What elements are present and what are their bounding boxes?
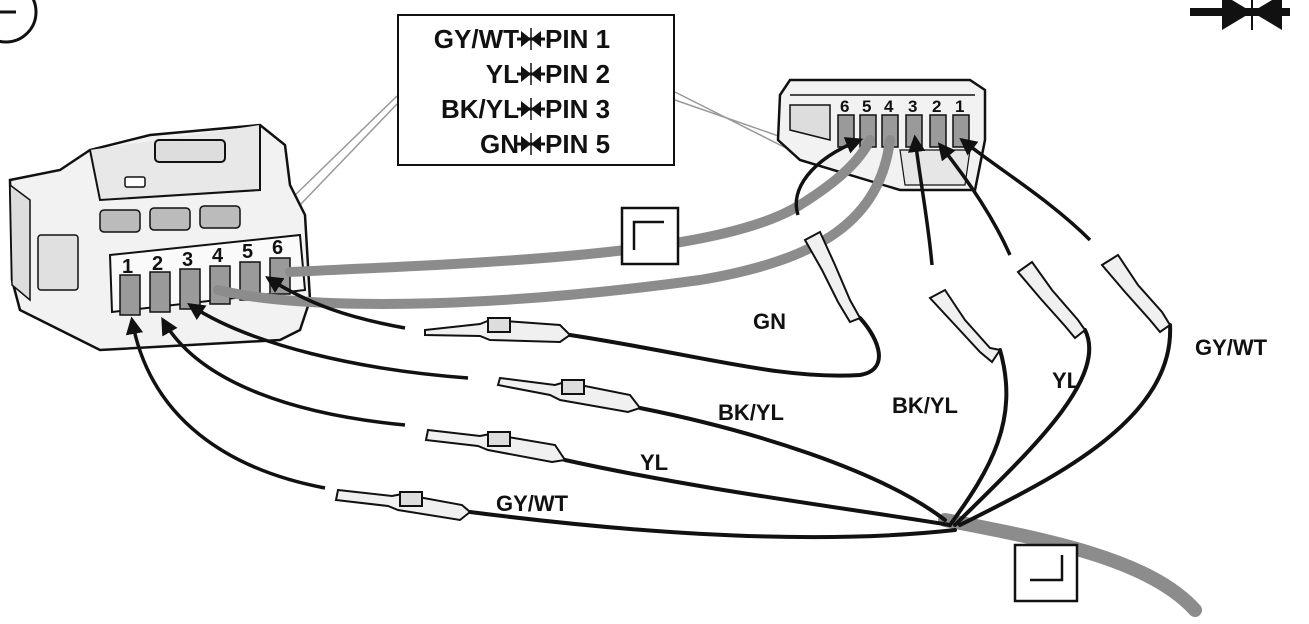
- left-pin-cavities: [119, 257, 291, 316]
- wire-label-bkyl-right: BK/YL: [892, 393, 958, 418]
- left-connector: 1 2 3 4 5 6: [8, 123, 312, 352]
- terminal: [928, 288, 1002, 364]
- right-connector: 6 5 4 3 2 1: [776, 78, 987, 192]
- terminal: [496, 376, 642, 414]
- wire-label-yl: YL: [640, 450, 668, 475]
- legend-pin: PIN 2: [545, 59, 611, 89]
- terminal: [334, 488, 472, 522]
- wire-label-gn: GN: [753, 309, 786, 334]
- left-pin-label: 6: [272, 237, 283, 259]
- legend-pin: PIN 3: [545, 94, 611, 124]
- wire-label-gywt: GY/WT: [496, 491, 569, 516]
- bracket-corner-icon: [620, 206, 680, 266]
- legend-row: BK/YL PIN 3: [399, 92, 673, 126]
- terminal: [424, 317, 572, 344]
- left-pin-label: 1: [122, 256, 133, 278]
- left-pin-label: 5: [242, 241, 253, 263]
- legend-row: YL PIN 2: [399, 57, 673, 91]
- legend-callout-lines: [289, 91, 791, 206]
- pin-legend: GY/WT PIN 1 YL PIN 2 BK/YL PIN 3 GN PIN …: [397, 14, 675, 166]
- legend-row: GY/WT PIN 1: [399, 22, 673, 56]
- right-pin-label: 1: [955, 97, 964, 116]
- legend-wire-color: GN: [480, 129, 519, 159]
- connect-arrows-icon: [517, 133, 545, 155]
- legend-row: GN PIN 5: [399, 127, 673, 161]
- bracket-corner-icon: [1013, 543, 1079, 603]
- black-wires: [468, 316, 1173, 540]
- insertion-arrows: [125, 134, 1092, 490]
- wire-label-bkyl: BK/YL: [718, 400, 784, 425]
- wire-label-gywt-right: GY/WT: [1195, 335, 1268, 360]
- terminal: [424, 428, 567, 464]
- gray-sheath-wires: [213, 135, 1202, 617]
- circle-symbol-icon: [0, 0, 38, 44]
- right-pin-label: 5: [862, 97, 871, 116]
- wire-label-yl-right: YL: [1052, 368, 1080, 393]
- terminal: [803, 230, 862, 324]
- connect-arrows-icon: [517, 98, 545, 120]
- legend-pin: PIN 1: [545, 24, 611, 54]
- legend-pin: PIN 5: [545, 129, 611, 159]
- right-pin-label: 3: [908, 97, 917, 116]
- left-pin-label: 4: [212, 245, 224, 267]
- right-pin-label: 6: [840, 97, 849, 116]
- legend-wire-color: GY/WT: [433, 24, 519, 54]
- left-pin-label: 3: [182, 249, 193, 271]
- connect-arrows-icon: [517, 28, 545, 50]
- right-pin-label: 2: [932, 97, 941, 116]
- terminal: [1100, 253, 1172, 334]
- terminal: [1016, 260, 1087, 340]
- legend-wire-color: BK/YL: [441, 94, 519, 124]
- connect-arrows-icon: [517, 63, 545, 85]
- right-pin-label: 4: [884, 97, 894, 116]
- connect-arrows-icon: [1190, 0, 1290, 30]
- legend-wire-color: YL: [485, 59, 519, 89]
- left-pin-label: 2: [152, 253, 163, 275]
